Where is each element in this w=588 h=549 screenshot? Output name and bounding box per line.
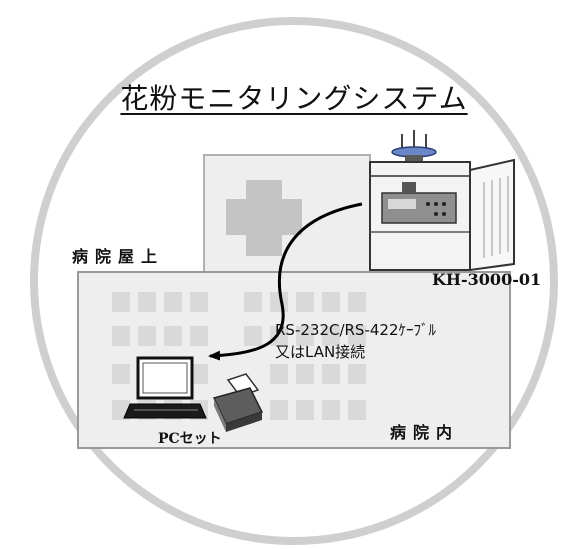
inside-hospital-label: 病院内 — [390, 423, 460, 442]
building-window — [322, 400, 340, 420]
pc-set-label: PCセット — [158, 431, 222, 447]
device-model-label: KH-3000-01 — [432, 270, 542, 289]
rooftop-label: 病院屋上 — [72, 247, 165, 266]
cable-label-line2: 又はLAN接続 — [275, 343, 366, 361]
building-window — [348, 364, 366, 384]
building-window — [322, 292, 340, 312]
building-window — [190, 364, 208, 384]
printer-icon — [212, 373, 264, 432]
building-window — [138, 326, 156, 346]
laptop-icon — [123, 356, 207, 419]
building-window — [244, 326, 262, 346]
building-window — [296, 326, 314, 346]
monitoring-device-cabinet-icon — [369, 130, 515, 272]
building-window — [190, 292, 208, 312]
building-window — [296, 292, 314, 312]
connection-arrow — [208, 202, 363, 361]
building-window — [164, 292, 182, 312]
building-window — [112, 326, 130, 346]
building-window — [348, 292, 366, 312]
building-window — [348, 326, 366, 346]
building-window — [322, 326, 340, 346]
building-window — [296, 400, 314, 420]
rooftop-block — [203, 154, 371, 274]
medical-cross-icon — [226, 180, 302, 256]
cable-label-line1: RS-232C/RS-422ｹｰﾌﾞﾙ — [275, 321, 437, 339]
building-window — [138, 292, 156, 312]
building-window — [190, 326, 208, 346]
building-window — [348, 400, 366, 420]
building-window — [270, 364, 288, 384]
building-window — [296, 364, 314, 384]
building-window — [270, 326, 288, 346]
building-window — [244, 292, 262, 312]
building-window — [270, 400, 288, 420]
building-window — [112, 292, 130, 312]
diagram-title: 花粉モニタリングシステム — [120, 82, 468, 115]
building-window — [322, 364, 340, 384]
building-window — [112, 364, 130, 384]
building-window — [164, 326, 182, 346]
